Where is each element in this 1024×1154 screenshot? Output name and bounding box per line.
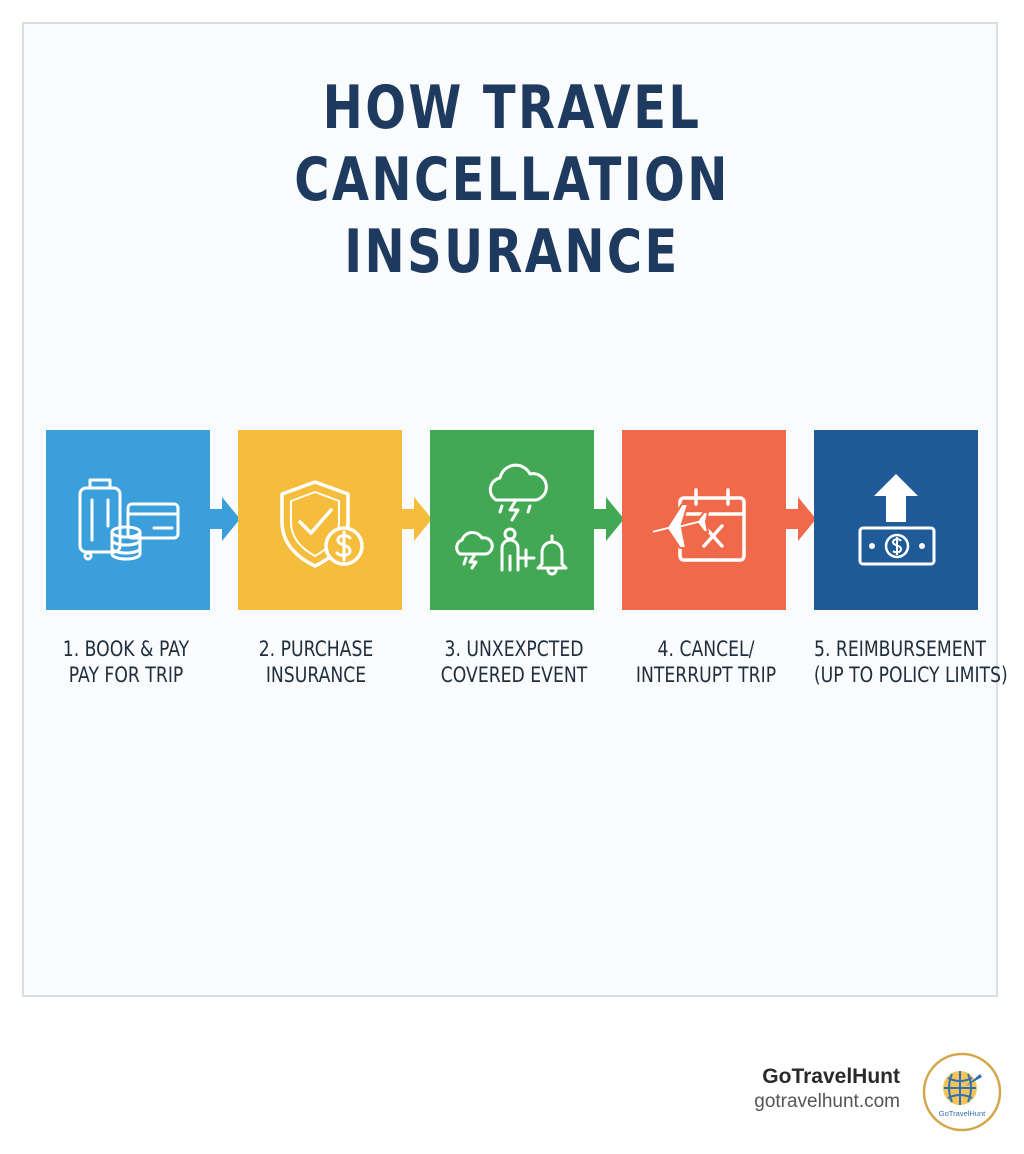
airplane-icon <box>651 503 710 549</box>
brand-logo-icon: GoTravelHunt <box>922 1052 1002 1132</box>
arrow-3 <box>594 497 624 541</box>
step-4-box <box>622 430 786 610</box>
step-1-label: 1. BOOK & PAY PAY FOR TRIP <box>40 636 212 688</box>
step-5-box <box>814 430 978 610</box>
step-5-label: 5. REIMBURSEMENT (UP TO POLICY LIMITS) <box>813 636 1008 688</box>
step-3-label: 3. UNXEXPCTED COVERED EVENT <box>428 636 600 688</box>
step-3-label-line-1: 3. UNXEXPCTED <box>444 637 584 661</box>
title-line-1: HOW TRAVEL CANCELLATION <box>294 73 730 215</box>
step-3-box <box>430 430 594 610</box>
step-3-label-line-2: COVERED EVENT <box>440 663 588 687</box>
step-2-label-line-2: INSURANCE <box>265 663 367 687</box>
brand-url: gotravelhunt.com <box>754 1091 900 1112</box>
step-1-label-line-1: 1. BOOK & PAY <box>62 637 190 661</box>
arrow-1 <box>210 497 240 541</box>
step-2-label: 2. PURCHASE INSURANCE <box>230 636 402 688</box>
step-1-box <box>46 430 210 610</box>
step-2-label-line-1: 2. PURCHASE <box>258 637 374 661</box>
storm-medical-alert-icon <box>455 463 568 576</box>
money-refund-arrow-icon <box>858 474 936 566</box>
page-title: HOW TRAVEL CANCELLATION INSURANCE <box>102 72 921 288</box>
arrow-2 <box>402 497 432 541</box>
step-1-label-line-2: PAY FOR TRIP <box>68 663 184 687</box>
brand-name: GoTravelHunt <box>762 1065 900 1088</box>
logo-text: GoTravelHunt <box>939 1109 986 1118</box>
title-line-2: INSURANCE <box>344 217 680 287</box>
step-5-label-line-2: (UP TO POLICY LIMITS) <box>813 663 1008 687</box>
brand-block: GoTravelHunt gotravelhunt.com <box>754 1064 900 1114</box>
step-4-label: 4. CANCEL/ INTERRUPT TRIP <box>620 636 792 688</box>
step-2-box <box>238 430 402 610</box>
step-4-label-line-1: 4. CANCEL/ <box>657 637 755 661</box>
step-5-label-line-1: 5. REIMBURSEMENT <box>813 637 987 661</box>
luggage-card-coins-icon <box>78 478 180 561</box>
step-4-label-line-2: INTERRUPT TRIP <box>635 663 777 687</box>
arrow-4 <box>786 497 816 541</box>
shield-dollar-icon <box>280 480 364 568</box>
